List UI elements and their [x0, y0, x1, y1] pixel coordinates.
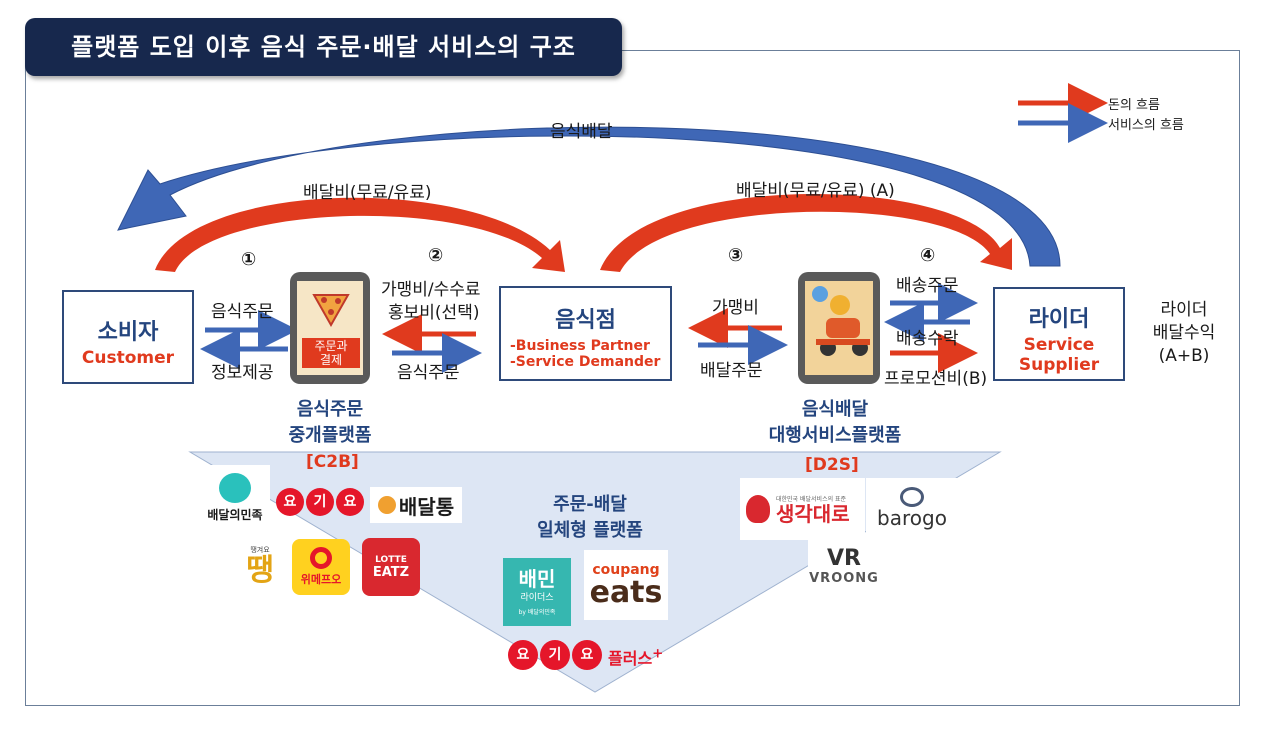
rider-income-1: 라이더	[1160, 300, 1208, 320]
label-promotion: 프로모션비(B)	[884, 369, 988, 389]
baedaltong-mascot-icon	[377, 496, 396, 514]
diagram-frame	[25, 50, 1240, 706]
tag-c2b: [C2B]	[306, 452, 359, 472]
step-4: ④	[920, 245, 936, 266]
logo-baemin-riders: 배민 라이더스 by 배달의민족	[503, 558, 571, 626]
integrated-platform-1: 주문-배달	[553, 494, 627, 515]
vroong-mark-icon: VR	[827, 545, 861, 571]
integrated-platform-heading: 주문-배달 일체형 플랫폼	[505, 492, 675, 544]
integrated-platform-2: 일체형 플랫폼	[537, 520, 643, 541]
delivery-platform-heading: 음식배달 대행서비스플랫폼	[735, 397, 935, 449]
tag-d2s: [D2S]	[805, 455, 859, 475]
logo-wemakeprice: 위메프오	[292, 539, 350, 595]
restaurant-title: 음식점	[555, 308, 616, 333]
consumer-title: 소비자	[97, 320, 159, 345]
step-1: ①	[241, 249, 257, 270]
delivery-platform-1: 음식배달	[801, 399, 869, 420]
delivery-platform-2: 대행서비스플랫폼	[768, 425, 902, 446]
logo-yogiyo-plus: 요 기 요 플러스+	[508, 640, 688, 674]
step-2: ②	[428, 245, 444, 266]
logo-ttaeng: 땡겨요 땡	[232, 540, 288, 592]
label-order-to-app: 음식주문	[211, 302, 274, 322]
order-platform-2: 중개플랫폼	[288, 425, 372, 446]
delivery-arc	[117, 126, 1061, 267]
order-platform-heading: 음식주문 중개플랫폼	[250, 397, 410, 449]
label-fees-2: 홍보비(선택)	[388, 303, 480, 323]
consumer-node: 소비자 Customer	[62, 290, 194, 384]
fee-arc-right	[600, 193, 1012, 272]
rider-sub1: Service	[1023, 335, 1095, 355]
label-food-delivery: 음식배달	[550, 122, 613, 142]
logo-barogo: barogo	[866, 478, 958, 538]
logo-yogiyo: 요 기 요	[276, 488, 368, 518]
yogiyo-plus-text: 플러스+	[608, 646, 664, 668]
label-order-to-restaurant: 음식주문	[397, 363, 460, 383]
logo-baedaltong: 배달통	[370, 487, 462, 523]
phone-left-screen-text: 주문과 결제	[314, 339, 348, 367]
label-delivery-accept: 배송수락	[896, 329, 959, 349]
label-info: 정보제공	[211, 363, 274, 383]
label-fee-left: 배달비(무료/유료)	[303, 183, 432, 203]
rider-node: 라이더 Service Supplier	[993, 287, 1125, 381]
legend-service: 서비스의 흐름	[1108, 118, 1184, 133]
barogo-swirl-icon	[900, 487, 924, 507]
logo-vroong: VR VROONG	[808, 538, 880, 594]
fee-arc-left	[155, 197, 565, 272]
wemakeprice-ring-icon	[310, 547, 332, 569]
logo-coupang-eats: coupang eats	[584, 550, 668, 620]
restaurant-sub2: -Service Demander	[510, 354, 661, 370]
label-delivery-request: 배송주문	[896, 276, 959, 296]
saenggak-lightbulb-icon	[746, 495, 770, 523]
rider-income-3: (A+B)	[1158, 346, 1210, 366]
restaurant-node: 음식점 -Business Partner -Service Demander	[499, 286, 672, 381]
legend-money: 돈의 흐름	[1108, 98, 1160, 113]
label-fees-1: 가맹비/수수료	[381, 280, 481, 300]
rider-income: 라이더 배달수익 (A+B)	[1134, 299, 1234, 368]
rider-income-2: 배달수익	[1152, 323, 1216, 343]
step-3: ③	[728, 245, 744, 266]
rider-title: 라이더	[1028, 307, 1090, 332]
page-title: 플랫폼 도입 이후 음식 주문·배달 서비스의 구조	[25, 18, 622, 76]
logo-lotte-eatz: LOTTE EATZ	[362, 538, 420, 596]
restaurant-sub1: -Business Partner	[510, 338, 650, 354]
map-pin-icon	[812, 286, 828, 302]
rider-sub2: Supplier	[1018, 355, 1100, 375]
label-delivery-order: 배달주문	[700, 361, 763, 381]
logo-baemin: 배달의민족	[200, 465, 270, 531]
label-fee-right: 배달비(무료/유료) (A)	[736, 181, 895, 201]
baemin-rider-icon	[219, 473, 251, 503]
label-franchise: 가맹비	[712, 298, 759, 318]
logo-saenggak: 대한민국 배달서비스의 표준 생각대로	[740, 478, 865, 540]
consumer-sub: Customer	[81, 348, 175, 368]
order-platform-1: 음식주문	[296, 399, 364, 420]
